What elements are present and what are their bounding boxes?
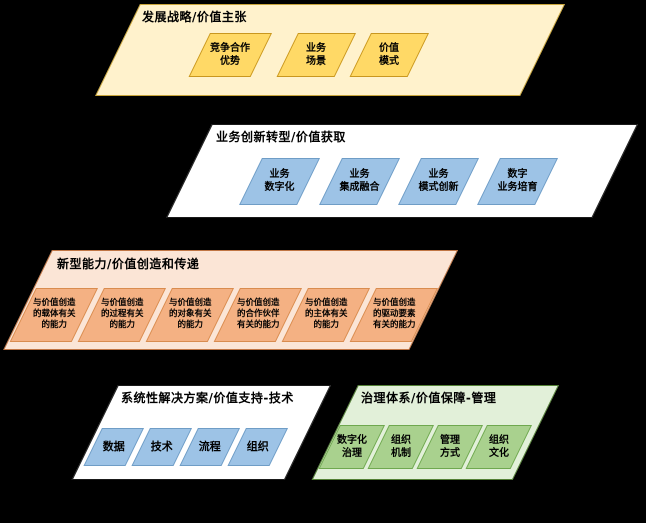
solution-item-label: 数据 bbox=[102, 440, 125, 454]
capability-item-label: 与价值创造 的载体有关 的能力 bbox=[32, 298, 76, 331]
strategy-item-label: 价值 模式 bbox=[379, 42, 400, 67]
strategy-layer-title: 发展战略/价值主张 bbox=[142, 10, 247, 24]
solution-layer-title: 系统性解决方案/价值支持-技术 bbox=[121, 391, 294, 405]
business-item-label: 业务 集成融合 bbox=[339, 169, 380, 193]
capability-item-label: 与价值创造 的对象有关 的能力 bbox=[168, 298, 212, 331]
strategy-item-label: 竞争合作 优势 bbox=[210, 42, 251, 67]
solution-item-label: 技术 bbox=[150, 440, 173, 454]
governance-layer-title: 治理体系/价值保障-管理 bbox=[361, 391, 497, 405]
governance-item-label: 组织 文化 bbox=[488, 434, 509, 459]
capability-item-label: 与价值创造 的合作伙伴 有关的能力 bbox=[236, 298, 280, 331]
business-item-label: 数字 业务培育 bbox=[497, 169, 538, 193]
governance-item-label: 组织 机制 bbox=[390, 434, 411, 459]
governance-item-label: 数字化 治理 bbox=[336, 434, 367, 459]
business-transform-layer-title: 业务创新转型/价值获取 bbox=[216, 130, 346, 144]
solution-item-label: 组织 bbox=[246, 440, 269, 454]
capability-item-label: 与价值创造 的过程有关 的能力 bbox=[100, 298, 144, 331]
business-item-label: 业务 模式创新 bbox=[418, 169, 459, 193]
strategy-item-label: 业务 场景 bbox=[306, 42, 327, 67]
capability-layer-title: 新型能力/价值创造和传递 bbox=[57, 257, 200, 271]
capability-item-label: 与价值创造 的主体有关 的能力 bbox=[304, 298, 348, 331]
governance-item-label: 管理 方式 bbox=[439, 434, 460, 459]
capability-item-label: 与价值创造 的驱动要素 有关的能力 bbox=[372, 298, 416, 331]
solution-item-label: 流程 bbox=[198, 440, 221, 454]
business-item-label: 业务 数字化 bbox=[264, 169, 295, 193]
